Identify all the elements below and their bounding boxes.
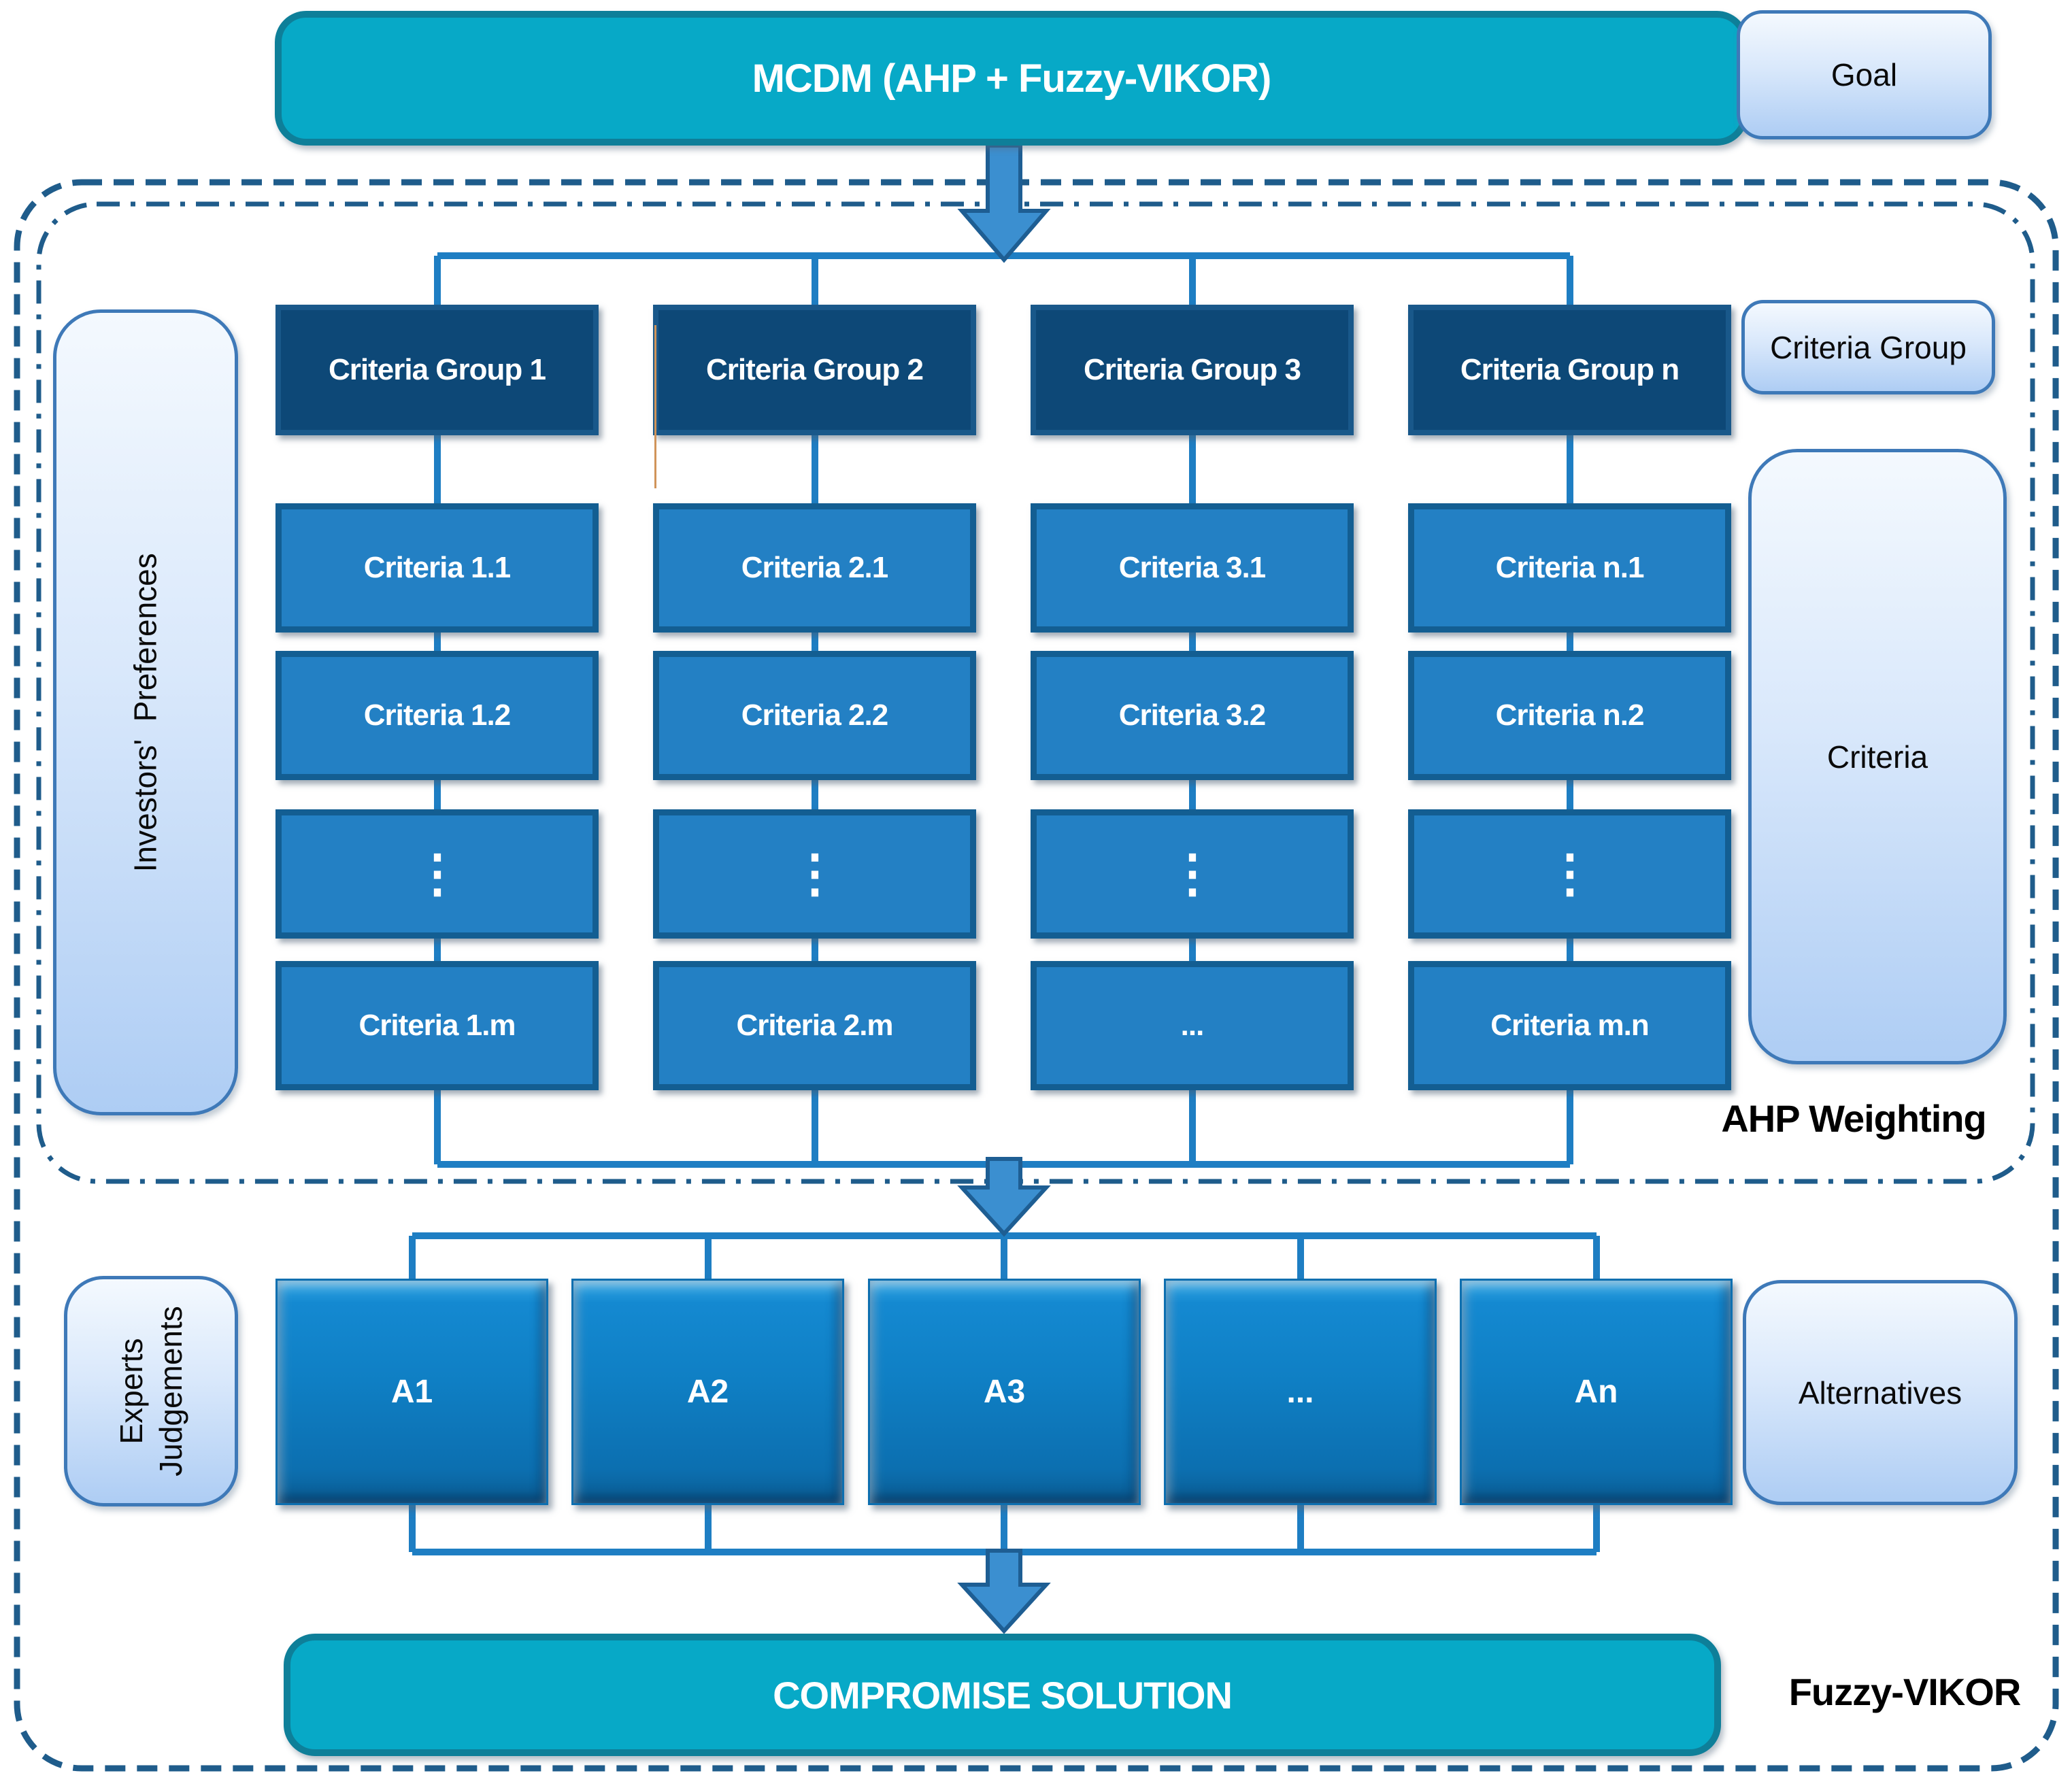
ahp-region-border: [36, 201, 2035, 1184]
criteria-1-1-label: Criteria 1.1: [363, 551, 511, 584]
mcdm-title-label: MCDM (AHP + Fuzzy-VIKOR): [752, 56, 1272, 101]
alternative-a1-box: A1: [275, 1279, 548, 1505]
criteria-3-more-box: ...: [1031, 961, 1354, 1090]
criteria-3-1-label: Criteria 3.1: [1118, 551, 1266, 584]
alternative-a3-box: A3: [868, 1279, 1141, 1505]
criteria-n-1-label: Criteria n.1: [1495, 551, 1645, 584]
criteria-3-more-label: ...: [1180, 1009, 1205, 1042]
experts-judgements-box: Experts Judgements: [64, 1276, 238, 1506]
investors-preferences-label: Investors' Preferences: [127, 553, 163, 872]
criteria-1-1-box: Criteria 1.1: [275, 503, 599, 633]
criteria-3-2-label: Criteria 3.2: [1118, 698, 1266, 732]
criteria-1-2-box: Criteria 1.2: [275, 651, 599, 780]
criteria-group-2-label: Criteria Group 2: [706, 353, 924, 386]
goal-label: Goal: [1831, 57, 1898, 92]
criteria-n-ellipsis-box: ⋮: [1408, 809, 1731, 939]
alternative-ellipsis-label: ...: [1286, 1374, 1314, 1410]
criteria-2-m-box: Criteria 2.m: [653, 961, 976, 1090]
criteria-n-2-label: Criteria n.2: [1495, 698, 1645, 732]
alternative-a2-label: A2: [686, 1374, 729, 1410]
criteria-1-ellipsis-box: ⋮: [275, 809, 599, 939]
mcdm-title-box: MCDM (AHP + Fuzzy-VIKOR): [275, 11, 1748, 146]
arrow-alternatives-to-solution: [957, 1549, 1051, 1634]
alternative-an-label: An: [1574, 1374, 1618, 1410]
criteria-2-m-label: Criteria 2.m: [736, 1009, 893, 1042]
criteria-3-1-box: Criteria 3.1: [1031, 503, 1354, 633]
criteria-2-1-box: Criteria 2.1: [653, 503, 976, 633]
criteria-1-2-label: Criteria 1.2: [363, 698, 511, 732]
alternative-a3-label: A3: [983, 1374, 1026, 1410]
cursor-artifact: [654, 325, 656, 488]
criteria-group-legend-label: Criteria Group: [1770, 329, 1967, 365]
criteria-legend-box: Criteria: [1748, 449, 2007, 1064]
criteria-2-1-label: Criteria 2.1: [741, 551, 888, 584]
criteria-1-ellipsis: ⋮: [412, 844, 463, 903]
experts-judgements-label: Experts Judgements: [113, 1306, 188, 1477]
criteria-group-1-box: Criteria Group 1: [275, 305, 599, 435]
criteria-group-legend-box: Criteria Group: [1741, 300, 1995, 394]
criteria-3-ellipsis: ⋮: [1167, 844, 1218, 903]
criteria-group-n-label: Criteria Group n: [1460, 353, 1680, 386]
criteria-legend-label: Criteria: [1826, 739, 1928, 775]
arrow-goal-to-criteria: [957, 144, 1051, 263]
criteria-2-ellipsis: ⋮: [789, 844, 841, 903]
alternatives-legend-box: Alternatives: [1743, 1280, 2018, 1505]
fuzzy-vikor-caption: Fuzzy-VIKOR: [1788, 1670, 2022, 1713]
ahp-weighting-caption: AHP Weighting: [1721, 1097, 1986, 1140]
criteria-2-2-box: Criteria 2.2: [653, 651, 976, 780]
alternative-ellipsis-box: ...: [1164, 1279, 1437, 1505]
criteria-n-1-box: Criteria n.1: [1408, 503, 1731, 633]
goal-legend-box: Goal: [1737, 10, 1992, 139]
criteria-group-3-box: Criteria Group 3: [1031, 305, 1354, 435]
criteria-3-ellipsis-box: ⋮: [1031, 809, 1354, 939]
alternatives-legend-label: Alternatives: [1798, 1375, 1962, 1411]
criteria-n-ellipsis: ⋮: [1544, 844, 1596, 903]
criteria-group-n-box: Criteria Group n: [1408, 305, 1731, 435]
criteria-m-n-box: Criteria m.n: [1408, 961, 1731, 1090]
criteria-group-2-box: Criteria Group 2: [653, 305, 976, 435]
criteria-n-2-box: Criteria n.2: [1408, 651, 1731, 780]
criteria-2-2-label: Criteria 2.2: [741, 698, 888, 732]
arrow-criteria-to-alternatives: [957, 1157, 1051, 1237]
criteria-m-n-label: Criteria m.n: [1490, 1009, 1650, 1042]
investors-preferences-box: Investors' Preferences: [53, 309, 238, 1115]
alternative-a1-label: A1: [390, 1374, 433, 1410]
compromise-solution-label: COMPROMISE SOLUTION: [773, 1673, 1233, 1717]
criteria-1-m-label: Criteria 1.m: [358, 1009, 516, 1042]
fuzzy-vikor-region-border: [14, 179, 2059, 1772]
criteria-1-m-box: Criteria 1.m: [275, 961, 599, 1090]
criteria-2-ellipsis-box: ⋮: [653, 809, 976, 939]
criteria-group-3-label: Criteria Group 3: [1084, 353, 1301, 386]
criteria-3-2-box: Criteria 3.2: [1031, 651, 1354, 780]
compromise-solution-box: COMPROMISE SOLUTION: [284, 1634, 1721, 1756]
alternative-an-box: An: [1460, 1279, 1733, 1505]
criteria-group-1-label: Criteria Group 1: [329, 353, 546, 386]
alternative-a2-box: A2: [571, 1279, 844, 1505]
